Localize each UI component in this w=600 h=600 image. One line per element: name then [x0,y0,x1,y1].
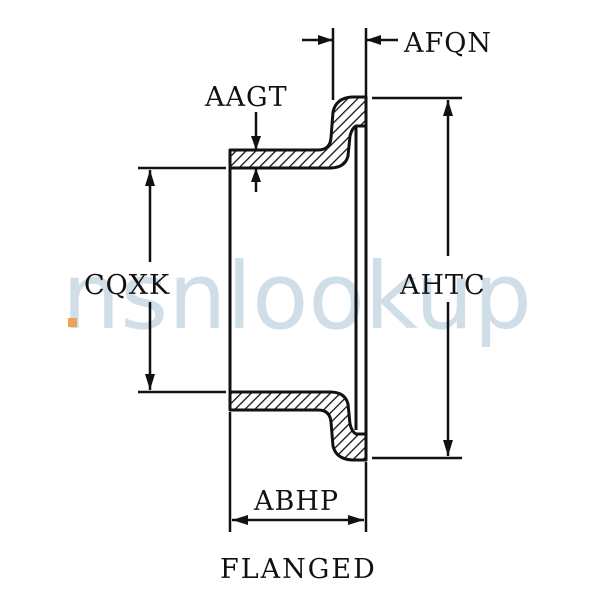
aagt-arrow-top [251,136,261,150]
abhp-dimension [228,412,368,532]
afqn-dimension [302,28,398,100]
abhp-label: ABHP [253,486,339,517]
ahtc-arrow-bottom [443,440,453,456]
aagt-label: AAGT [204,82,288,113]
watermark: nsnlookup [62,243,532,350]
watermark-text: nsnlookup [62,243,532,350]
abhp-arrow-left [232,515,248,525]
aagt-dimension [251,112,261,192]
cqxk-arrow-bottom [145,374,155,390]
afqn-label: AFQN [403,28,492,59]
part-outline [228,98,368,460]
top-wall-section [228,95,368,170]
cqxk-dimension [138,166,226,394]
afqn-arrow-left [318,35,333,45]
afqn-arrow-right [366,35,381,45]
diagram-caption: FLANGED [220,554,377,585]
aagt-arrow-bottom [251,168,261,182]
cqxk-arrow-top [145,170,155,186]
bottom-wall-section [228,390,368,462]
cqxk-label: CQXK [84,270,170,301]
ahtc-arrow-top [443,100,453,116]
ahtc-label: AHTC [399,270,486,301]
abhp-arrow-right [348,515,364,525]
watermark-accent-mark [68,318,77,327]
ahtc-dimension [372,96,462,460]
